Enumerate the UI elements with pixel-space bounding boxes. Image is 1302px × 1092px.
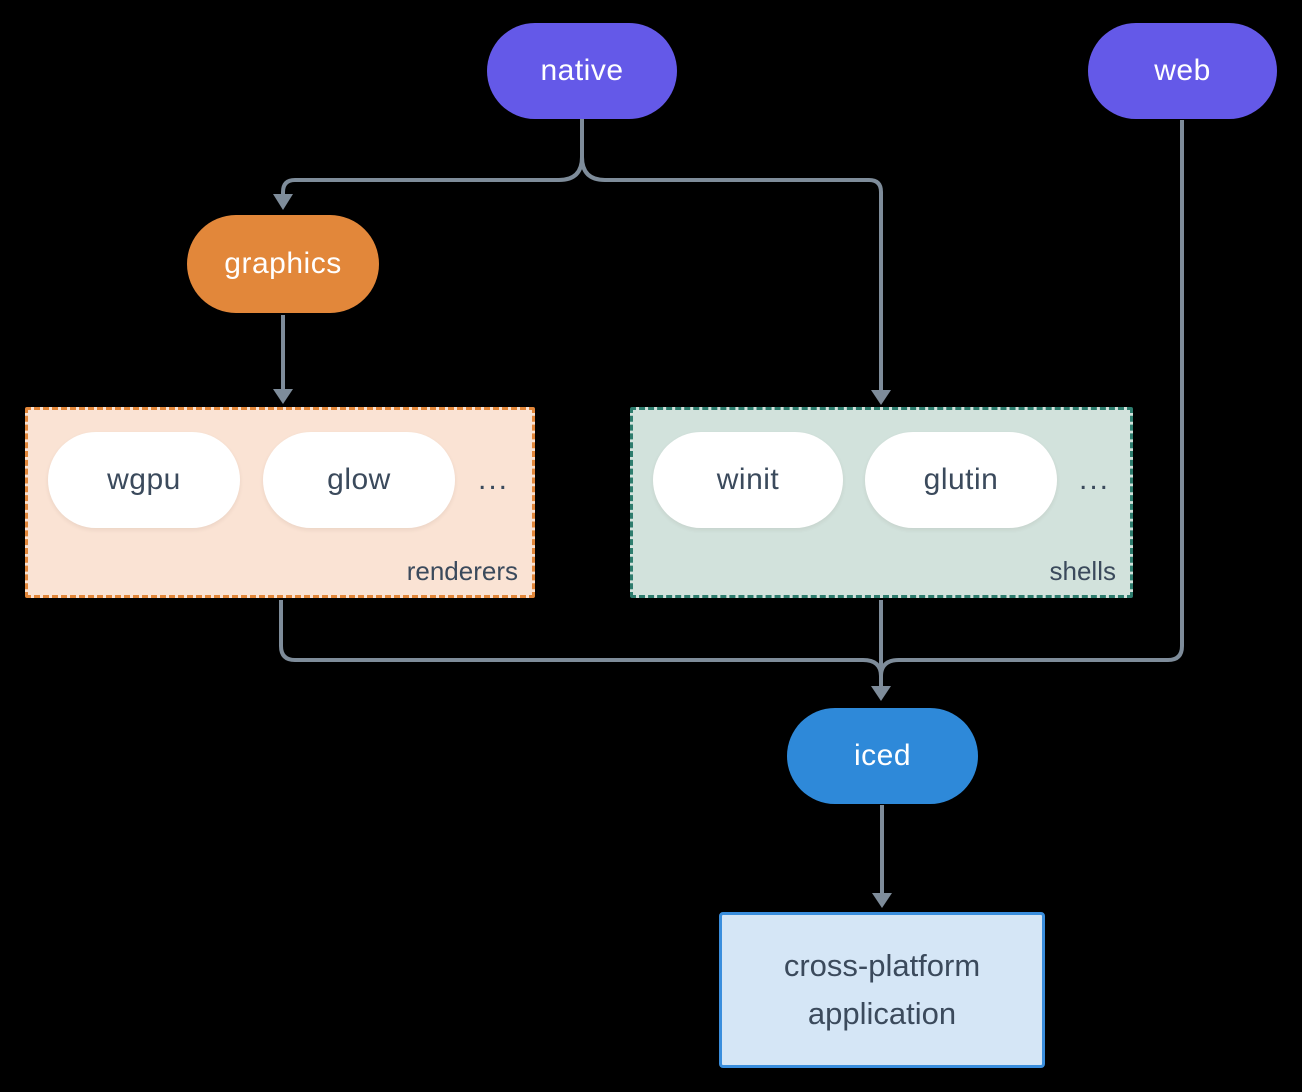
group-renderers-label: renderers xyxy=(406,556,518,586)
node-glutin-label: glutin xyxy=(923,463,999,496)
node-web: web xyxy=(1088,23,1277,119)
shells-ellipsis: ... xyxy=(1079,463,1111,496)
node-wgpu-label: wgpu xyxy=(107,463,181,496)
node-winit: winit xyxy=(653,432,843,528)
group-shells: winit glutin ... shells xyxy=(630,407,1133,598)
edge-renderers-iced xyxy=(279,600,883,677)
node-glutin: glutin xyxy=(865,432,1057,528)
node-graphics-label: graphics xyxy=(224,247,342,280)
node-native: native xyxy=(487,23,677,119)
group-shells-label: shells xyxy=(1049,556,1116,586)
arrowhead-app xyxy=(872,893,892,908)
node-iced-label: iced xyxy=(853,739,912,772)
node-winit-label: winit xyxy=(716,463,780,496)
app-label-line-1: cross-platform xyxy=(783,948,981,983)
edge-native-shells xyxy=(580,156,883,390)
arrowhead-iced xyxy=(871,686,891,701)
group-renderers: wgpu glow ... renderers xyxy=(25,407,535,598)
node-graphics: graphics xyxy=(187,215,379,313)
node-glow-label: glow xyxy=(327,463,391,496)
node-iced: iced xyxy=(787,708,978,804)
arrowhead-shells xyxy=(871,390,891,405)
node-native-label: native xyxy=(540,54,624,87)
node-web-label: web xyxy=(1154,54,1211,87)
arrowhead-graphics xyxy=(273,194,293,210)
edge-web-iced xyxy=(879,120,1184,677)
node-glow: glow xyxy=(263,432,455,528)
renderers-ellipsis: ... xyxy=(478,463,510,496)
edge-native-graphics xyxy=(281,156,584,194)
arrowhead-renderers xyxy=(273,389,293,404)
app-label-line-2: application xyxy=(807,996,957,1031)
node-wgpu: wgpu xyxy=(48,432,240,528)
node-cross-platform-application: cross-platform application xyxy=(719,912,1045,1068)
